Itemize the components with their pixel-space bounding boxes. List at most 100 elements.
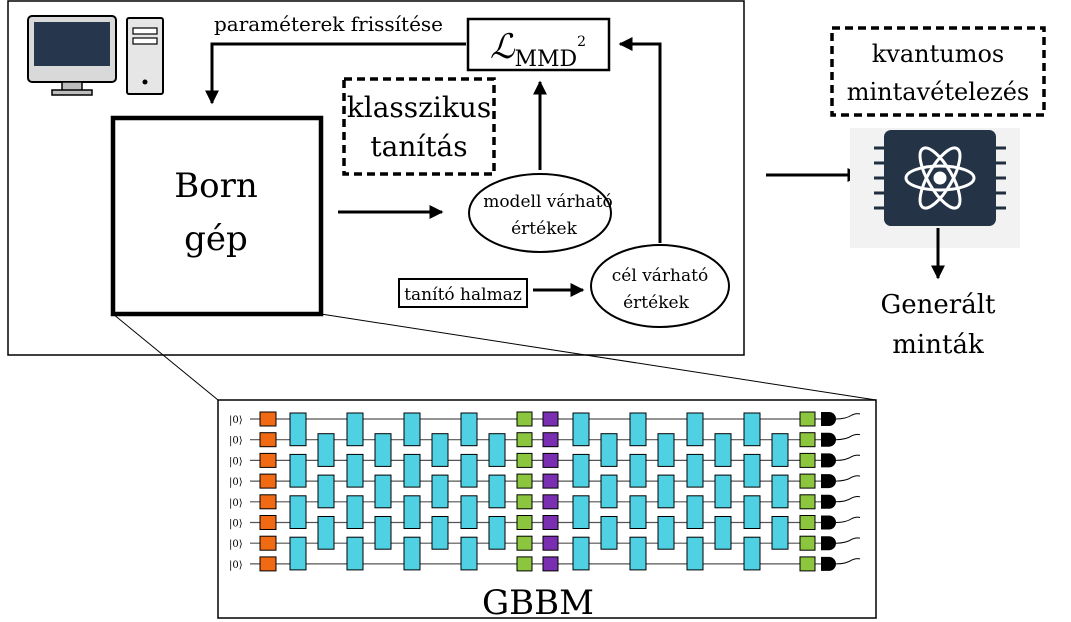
loss-label: ℒMMD2 <box>490 27 586 72</box>
init-gate <box>259 556 277 572</box>
init-gate <box>259 432 277 448</box>
quantum-circuit: |0⟩|0⟩|0⟩|0⟩|0⟩|0⟩|0⟩|0⟩ <box>229 411 861 572</box>
two-qubit-gate <box>488 474 506 509</box>
init-gate <box>259 535 277 551</box>
two-qubit-gate <box>657 433 675 467</box>
measurement-symbol <box>821 474 836 489</box>
training-set-label: tanító halmaz <box>404 285 522 305</box>
two-qubit-gate <box>572 495 590 529</box>
two-qubit-gate <box>657 474 675 509</box>
single-qubit-gate <box>542 473 559 489</box>
measurement-output <box>835 475 861 482</box>
quantum-sampling-box <box>830 26 1046 117</box>
ket-zero-label: |0⟩ <box>229 456 243 467</box>
two-qubit-gate <box>289 495 307 529</box>
two-qubit-gate <box>686 495 704 529</box>
generated-samples-line2: minták <box>892 330 984 360</box>
two-qubit-gate <box>403 536 421 571</box>
measurement-output <box>835 537 861 544</box>
generated-samples-line1: Generált <box>881 290 997 320</box>
measurement-output <box>835 558 861 565</box>
model-expectations-line1: modell várható <box>483 192 613 212</box>
measurement-output <box>835 516 861 523</box>
born-machine-box <box>110 115 324 317</box>
classical-training-box <box>342 77 496 176</box>
measurement-symbol <box>821 453 836 468</box>
measurement-output <box>835 433 861 441</box>
two-qubit-gate <box>657 516 675 550</box>
two-qubit-gate <box>431 474 449 509</box>
computer-icon <box>27 15 164 96</box>
single-qubit-gate <box>542 494 559 510</box>
two-qubit-gate <box>431 433 449 467</box>
two-qubit-gate <box>714 474 732 509</box>
single-qubit-gate <box>799 556 816 572</box>
two-qubit-gate <box>403 495 421 529</box>
single-qubit-gate <box>516 473 533 489</box>
two-qubit-gate <box>743 495 761 529</box>
training-set-box <box>398 278 528 308</box>
single-qubit-gate <box>542 535 559 551</box>
update-params-arrow <box>205 42 466 105</box>
two-qubit-gate <box>572 412 590 447</box>
two-qubit-gate <box>346 453 364 488</box>
model-expectations-line2: értékek <box>511 219 577 239</box>
two-qubit-gate <box>771 433 789 467</box>
two-qubit-gate <box>488 433 506 467</box>
classical-training-line1: klasszikus <box>347 91 491 124</box>
target-expectations-node <box>590 244 730 328</box>
single-qubit-gate <box>516 494 533 510</box>
init-gate <box>259 452 277 468</box>
two-qubit-gate <box>743 536 761 571</box>
two-qubit-gate <box>686 536 704 571</box>
zoom-line-left <box>112 313 219 401</box>
measurement-output <box>835 495 861 503</box>
measurement-symbol <box>821 494 836 509</box>
two-qubit-gate <box>629 412 647 447</box>
single-qubit-gate <box>516 535 533 551</box>
two-qubit-gate <box>431 516 449 550</box>
single-qubit-gate <box>516 411 533 427</box>
two-qubit-gate <box>460 495 478 529</box>
init-gate <box>259 515 277 530</box>
born-machine-label-line2: gép <box>184 219 248 259</box>
single-qubit-gate <box>799 473 816 489</box>
two-qubit-gate <box>771 474 789 509</box>
two-qubit-gate <box>600 433 618 467</box>
ket-zero-label: |0⟩ <box>229 415 243 426</box>
two-qubit-gate <box>686 453 704 488</box>
target-expectations-line1: cél várható <box>612 266 708 286</box>
born-machine-label-line1: Born <box>174 166 258 206</box>
two-qubit-gate <box>771 516 789 550</box>
two-qubit-gate <box>317 474 335 509</box>
two-qubit-gate <box>374 516 392 550</box>
single-qubit-gate <box>516 515 533 530</box>
two-qubit-gate <box>714 516 732 550</box>
ket-zero-label: |0⟩ <box>229 539 243 550</box>
two-qubit-gate <box>488 516 506 550</box>
two-qubit-gate <box>686 412 704 447</box>
two-qubit-gate <box>460 536 478 571</box>
single-qubit-gate <box>799 432 816 448</box>
single-qubit-gate <box>516 432 533 448</box>
two-qubit-gate <box>317 516 335 550</box>
two-qubit-gate <box>346 536 364 571</box>
single-qubit-gate <box>799 494 816 510</box>
two-qubit-gate <box>629 453 647 488</box>
measurement-output <box>835 413 861 420</box>
two-qubit-gate <box>600 474 618 509</box>
init-gate <box>259 473 277 489</box>
two-qubit-gate <box>714 433 732 467</box>
two-qubit-gate <box>572 536 590 571</box>
single-qubit-gate <box>799 515 816 530</box>
measurement-symbol <box>821 432 836 447</box>
two-qubit-gate <box>460 412 478 447</box>
single-qubit-gate <box>516 452 533 468</box>
single-qubit-gate <box>799 411 816 427</box>
init-gate <box>259 494 277 510</box>
target-expectations-line2: értékek <box>623 293 689 313</box>
two-qubit-gate <box>572 453 590 488</box>
single-qubit-gate <box>542 452 559 468</box>
quantum-chip-icon <box>850 128 1020 248</box>
